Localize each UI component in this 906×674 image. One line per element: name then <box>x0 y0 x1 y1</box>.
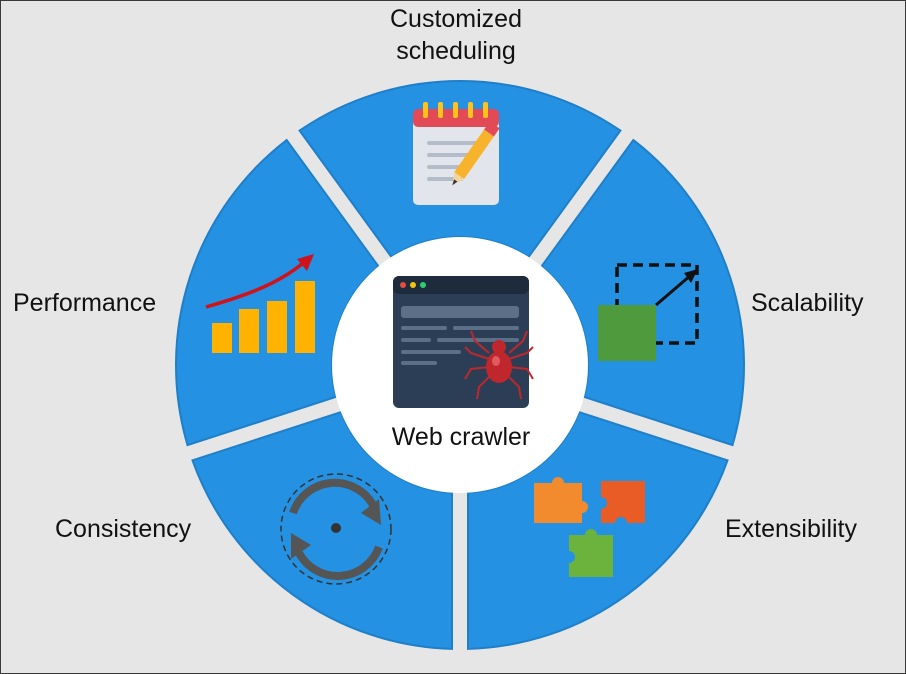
label-line-1: Customized <box>390 5 522 33</box>
refresh-cycle-icon <box>280 473 392 585</box>
puzzle-pieces-icon <box>534 477 645 577</box>
center-label: Web crawler <box>391 423 531 451</box>
label-extensibility: Extensibility <box>725 515 857 543</box>
label-consistency: Consistency <box>55 515 192 543</box>
label-line-2: scheduling <box>396 37 516 65</box>
resize-square-icon <box>598 263 699 361</box>
label-scalability: Scalability <box>751 289 864 317</box>
web-crawler-icon <box>393 276 534 408</box>
label-performance: Performance <box>13 289 157 317</box>
label-customized-scheduling: Customized scheduling <box>341 3 571 67</box>
bar-chart-growth-icon <box>205 254 315 353</box>
notepad-pencil-icon <box>413 102 500 205</box>
